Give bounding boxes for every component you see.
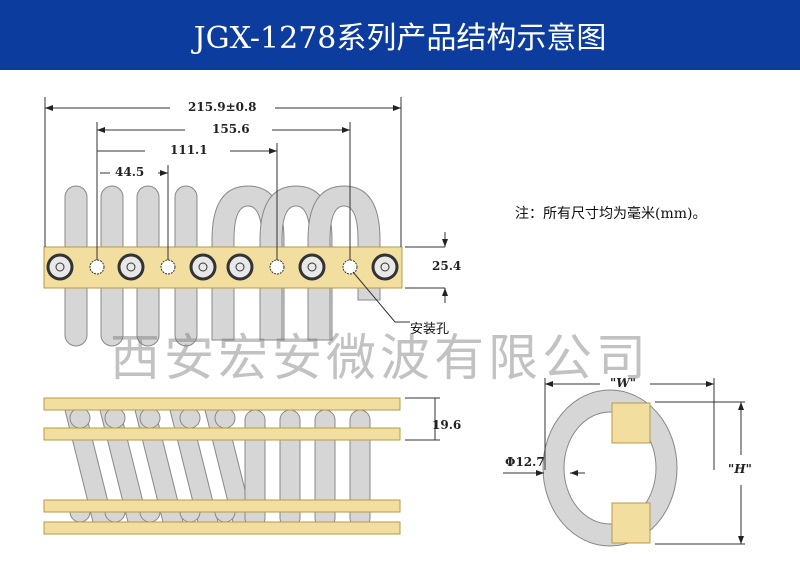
dimension-lines [44, 97, 448, 323]
watermark: 西安宏安微波有限公司 [110, 329, 650, 387]
top-view-coils [64, 185, 381, 347]
mounting-hole-label: 安装孔 [410, 322, 450, 337]
end-view-ring [542, 389, 678, 547]
dim-bar-width: 25.4 [432, 259, 462, 273]
page-title: JGX-1278系列产品结构示意图 [0, 0, 800, 70]
side-bars [43, 397, 401, 535]
dim-hole-span-2: 111.1 [170, 143, 208, 157]
dim-hole-span-1: 155.6 [212, 122, 250, 136]
mount-holes [46, 253, 399, 281]
dim-overall-length: 215.9±0.8 [188, 100, 257, 114]
units-note: 注：所有尺寸均为毫米(mm)。 [515, 206, 707, 222]
dim-width: "W" [610, 376, 636, 390]
dim-cable-diameter: Φ12.7 [505, 455, 545, 469]
dim-bar-height: 19.6 [432, 418, 462, 432]
dim-hole-span-3: 44.5 [115, 165, 145, 179]
dim-height: "H" [728, 462, 752, 476]
